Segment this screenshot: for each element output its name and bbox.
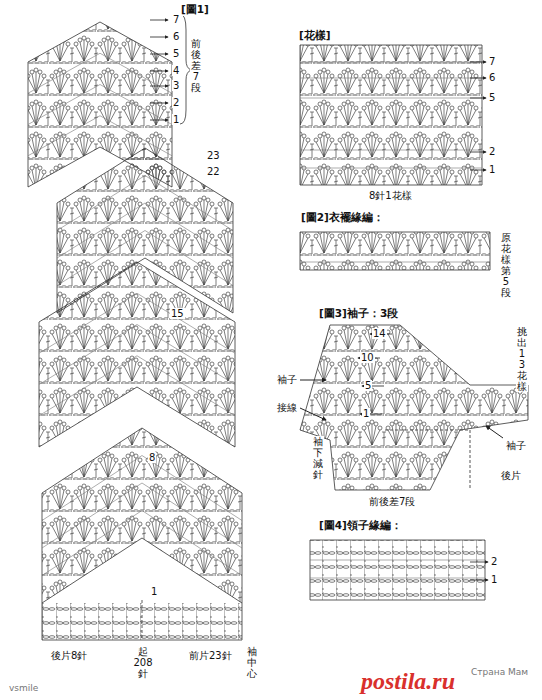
row-arrows [150,20,488,580]
row-arrow [470,98,486,99]
row-arrow [150,71,168,72]
row-arrow [150,20,168,21]
figure-title: [圖2]衣襬緣編： [300,212,385,224]
row-arrow [470,152,486,153]
row-number: 6 [172,31,180,42]
row-arrow [150,37,168,38]
figure-one-chart [28,14,242,640]
stitch-panel [42,428,242,603]
row-number: 22 [206,166,221,177]
row-line [42,511,242,576]
row-note: 原花樣第5段 [500,232,512,298]
row-number: 2 [490,556,498,567]
row-number: 5 [488,92,496,103]
row-number: 2 [488,146,496,157]
row-number: 5 [364,380,372,391]
row-number: 8 [148,452,156,463]
pointer-arrow [486,426,503,438]
row-number: 3 [172,80,180,91]
row-arrow [150,86,168,87]
row-number: 7 [488,56,496,67]
row-line [39,325,235,385]
row-line [300,62,482,63]
shaping-note: 袖下減針 [312,436,324,480]
row-line [300,168,482,169]
repeat-note: 8針1花樣 [368,190,413,201]
part-name: 袖子 [505,440,527,451]
row-number: 2 [172,97,180,108]
row-line [28,85,172,125]
row-line [28,53,172,93]
row-number: 1 [150,586,158,597]
row-number: 4 [172,65,180,76]
stitch-chart [300,325,528,490]
row-number: 23 [206,150,221,161]
stitch-count: 前片23針 [188,650,233,661]
row-arrow [470,78,486,79]
figure-title: [圖3]袖子：3段 [318,308,399,320]
row-arrow [470,170,486,171]
row-line [42,483,242,548]
row-number: 15 [170,308,185,319]
stitch-count: 後片8針 [50,650,88,661]
pattern-charts [300,45,528,600]
row-line [300,262,490,263]
row-arrow [470,580,488,581]
row-line [310,578,485,579]
stitch-panel [39,262,235,447]
watermark: postila.ru [360,668,456,695]
row-number: 1 [172,114,180,125]
dashed-guide [385,430,470,490]
row-number: 10 [360,352,375,363]
row-line [300,78,482,79]
row-number: 14 [372,328,387,339]
row-line [39,293,235,353]
row-arrow [470,562,488,563]
watermark: vsmile [8,684,39,694]
row-line [310,560,485,561]
row-line [57,231,233,286]
row-note: 前後差7段 [190,38,202,93]
row-line [300,150,482,151]
row-line [39,356,235,416]
pointer-arrow [300,380,326,381]
row-note: 前後差7段 [368,496,416,507]
stitch-chart [300,45,482,185]
row-arrow [150,54,168,55]
row-number: 1 [488,164,496,175]
center-line [142,600,143,640]
row-arrow [470,62,486,63]
row-number: 1 [362,408,370,419]
pickup-note: 挑出13花樣 [516,326,528,392]
stitch-chart [310,540,485,600]
center-note: 袖中心 [246,646,258,679]
row-number: 7 [172,14,180,25]
row-number: 1 [490,574,498,585]
stitch-chart [300,232,490,270]
row-number: 6 [488,72,496,83]
row-arrow [150,103,168,104]
part-name: 接線 [276,402,298,413]
stitch-count: 起 208 針 [129,646,157,679]
figure-title: [花樣] [298,30,332,42]
figure-title: [圖1] [180,4,210,16]
row-number: 5 [172,48,180,59]
part-name: 袖子 [276,374,298,385]
figure-title: [圖4]領子緣編： [318,520,403,532]
row-arrow [150,120,168,121]
row-line [28,116,172,156]
row-line [300,98,482,99]
pointer-arrow [300,408,326,420]
watermark: Страна Мам [470,668,529,678]
part-name: 後片 [500,470,522,481]
